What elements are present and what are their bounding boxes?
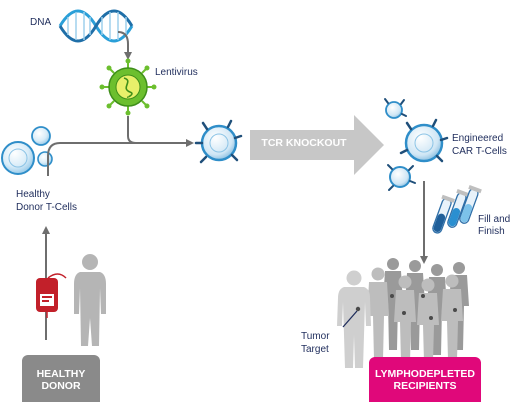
healthy-t-cells-icon: [1, 126, 53, 175]
tumor-pointer-line: [342, 310, 358, 328]
healthy-donor-badge: HEALTHY DONOR: [22, 355, 100, 402]
t-cell-icon: [194, 119, 243, 164]
lentivirus-icon: [99, 58, 157, 116]
healthy-donor-tcells-label-line2: Donor T-Cells: [16, 202, 77, 213]
dna-to-virus-arrow: [117, 31, 132, 60]
lympho-badge-line1: LYMPHODEPLETED: [375, 368, 475, 380]
dna-helix-icon: [58, 9, 134, 43]
engineered-label-line1: Engineered: [452, 133, 504, 144]
tumor-target-label-line2: Target: [301, 344, 329, 355]
lentivirus-label: Lentivirus: [155, 67, 198, 78]
engineered-label-line2: CAR T-Cells: [452, 146, 507, 157]
healthy-donor-badge-line2: DONOR: [41, 380, 81, 392]
donor-to-tcell-arrow: [47, 139, 194, 176]
recipients-group-icon: [337, 258, 469, 368]
lympho-badge-line2: RECIPIENTS: [393, 380, 457, 392]
fill-finish-label-line2: Finish: [478, 226, 505, 237]
tcr-knockout-label: TCR KNOCKOUT: [261, 137, 347, 149]
dna-label: DNA: [30, 17, 52, 28]
tcr-knockout-arrow: [250, 115, 384, 175]
healthy-donor-badge-line1: HEALTHY: [36, 368, 86, 380]
tumor-target-label-line1: Tumor: [301, 331, 330, 342]
healthy-donor-tcells-label-line1: Healthy: [16, 189, 50, 200]
lymphodepleted-recipients-badge: LYMPHODEPLETED RECIPIENTS: [369, 357, 481, 402]
human-figure-icon: [74, 254, 106, 346]
fill-finish-label-line1: Fill and: [478, 214, 511, 225]
virus-to-main-line: [127, 116, 190, 144]
test-tube-icon: [432, 185, 482, 234]
car-t-cell-icon: [384, 98, 449, 191]
blood-bag-icon: [36, 273, 67, 318]
